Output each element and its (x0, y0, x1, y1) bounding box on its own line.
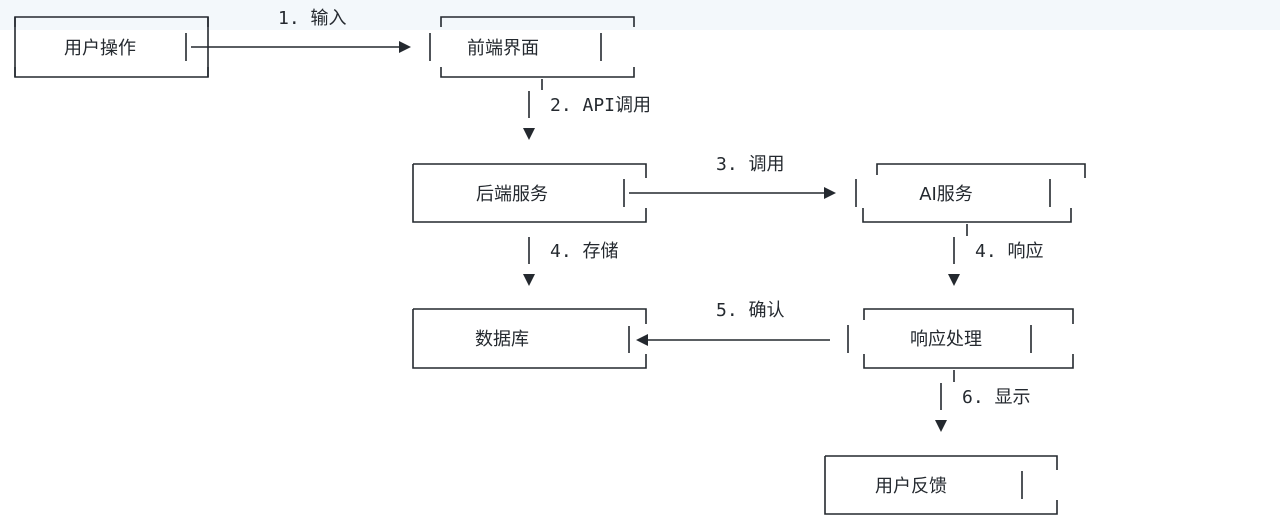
node-user-feedback-label: 用户反馈 (875, 476, 947, 497)
node-backend-label: 后端服务 (476, 184, 548, 205)
edge-call-label: 3. 调用 (716, 154, 785, 175)
edge-respond-label: 4. 响应 (975, 241, 1044, 262)
node-user-action[interactable]: 用户操作 (14, 16, 209, 78)
edge-store: 4. 存储 (523, 237, 619, 286)
edge-api-call-label: 2. API调用 (550, 95, 651, 116)
edge-display-label: 6. 显示 (962, 387, 1031, 408)
top-highlight-band (0, 0, 1280, 30)
node-backend[interactable]: 后端服务 (412, 163, 647, 223)
node-database-label: 数据库 (475, 329, 529, 350)
node-frontend-label: 前端界面 (467, 38, 539, 59)
node-user-action-label: 用户操作 (64, 38, 136, 59)
node-user-feedback[interactable]: 用户反馈 (824, 455, 1058, 515)
edge-display: 6. 显示 (935, 370, 1031, 432)
node-frontend[interactable]: 前端界面 (429, 16, 635, 78)
node-ai-service[interactable]: AI服务 (855, 163, 1086, 223)
edge-call: 3. 调用 (629, 154, 836, 199)
edge-respond: 4. 响应 (948, 224, 1044, 286)
edge-api-call: 2. API调用 (523, 79, 651, 140)
node-response-processing-label: 响应处理 (910, 329, 982, 350)
edge-input-label: 1. 输入 (278, 8, 347, 29)
node-response-processing[interactable]: 响应处理 (847, 308, 1074, 369)
node-database[interactable]: 数据库 (412, 308, 647, 369)
edge-input: 1. 输入 (191, 8, 411, 53)
edge-store-label: 4. 存储 (550, 241, 619, 262)
edge-confirm-label: 5. 确认 (716, 300, 785, 321)
edge-confirm: 5. 确认 (636, 300, 830, 346)
node-ai-service-label: AI服务 (919, 184, 973, 205)
